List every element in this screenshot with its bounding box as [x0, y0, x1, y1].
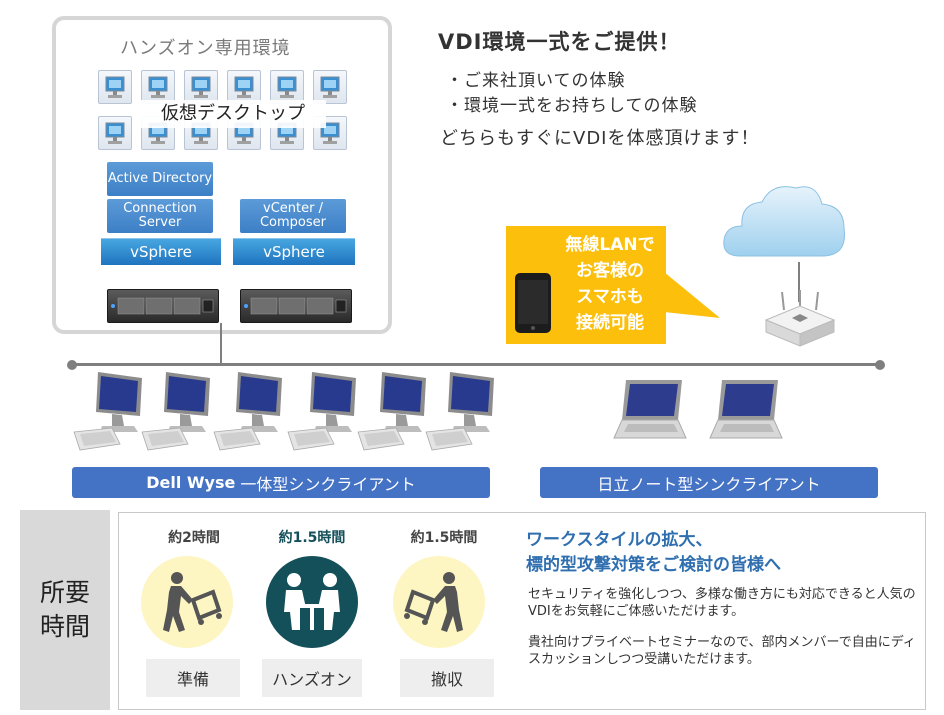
server-left-icon	[107, 289, 219, 323]
vsphere-right-box: vSphere	[233, 238, 355, 265]
wireless-lan-text: 無線LANで お客様の スマホも 接続可能	[560, 232, 660, 336]
dell-wyse-brand: Dell Wyse	[146, 473, 236, 492]
vsphere-left-box: vSphere	[101, 238, 221, 265]
dell-wyse-label: Dell Wyse 一体型シンクライアント	[72, 467, 490, 498]
lan-line-4: 接続可能	[576, 313, 644, 333]
lan-line-1: 無線LANで	[565, 235, 655, 255]
vcenter-composer-box: vCenter / Composer	[240, 199, 346, 233]
thin-client-desktop-icon	[425, 372, 494, 451]
active-directory-box: Active Directory	[107, 162, 213, 196]
smartphone-icon	[515, 273, 551, 333]
virtual-desktop-icon	[184, 70, 218, 104]
virtual-desktop-icon	[313, 70, 347, 104]
server-right-icon	[240, 289, 352, 323]
bullet-onsite: ・環境一式をお持ちしての体験	[446, 96, 698, 116]
headline: VDI環境一式をご提供！	[438, 30, 681, 54]
network-line	[72, 363, 882, 366]
thin-client-desktop-icon	[287, 372, 356, 451]
handson-environment-panel	[52, 16, 392, 334]
bullet-visit: ・ご来社頂いての体験	[446, 71, 626, 91]
phase-teardown-time: 約1.5時間	[410, 530, 478, 546]
laptop-icon	[709, 380, 783, 439]
phase-teardown-circle	[393, 556, 485, 648]
callout-pointer	[664, 272, 720, 318]
moving-cart-icon	[163, 572, 222, 632]
moving-cart-icon	[404, 572, 463, 632]
network-endpoint-right	[875, 360, 885, 370]
server-connector-line	[220, 323, 222, 365]
thin-client-desktop-icon	[73, 372, 142, 451]
virtual-desktop-icon	[141, 70, 175, 104]
schedule-panel	[118, 512, 926, 710]
required-time-line-2: 時間	[39, 612, 90, 641]
router-icon	[764, 290, 836, 347]
promo-title-line-1: ワークスタイルの拡大、	[526, 530, 713, 550]
virtual-desktop-icon	[270, 70, 304, 104]
phase-teardown-name: 撤収	[400, 659, 494, 697]
thin-client-desktop-icon	[141, 372, 210, 451]
router-connector-line	[798, 262, 800, 302]
lan-line-3: スマホも	[576, 287, 644, 307]
network-endpoint-left	[67, 360, 77, 370]
required-time-label: 所要 時間	[20, 510, 110, 710]
promo-paragraph-1: セキュリティを強化しつつ、多様な働き方にも対応できると人気のVDIをお気軽にご体…	[528, 587, 916, 619]
promo-title-line-2: 標的型攻撃対策をご検討の皆様へ	[526, 555, 781, 575]
thin-client-desktop-icon	[357, 372, 426, 451]
phase-handson-time: 約1.5時間	[278, 530, 346, 546]
phase-handson-name: ハンズオン	[262, 659, 362, 697]
meeting-icon	[284, 573, 340, 630]
thin-client-desktop-icon	[213, 372, 282, 451]
lan-line-2: お客様の	[576, 261, 644, 281]
phase-prep-circle	[141, 556, 233, 648]
connection-server-box: Connection Server	[107, 199, 213, 233]
tagline: どちらもすぐにVDIを体感頂けます！	[440, 128, 760, 149]
promo-paragraph-2: 貴社向けプライベートセミナーなので、部内メンバーで自由にディスカッションしつつ受…	[528, 635, 916, 667]
virtual-desktop-icon	[98, 116, 132, 150]
virtual-desktop-icon	[98, 70, 132, 104]
laptop-icon	[613, 380, 687, 439]
phase-prep-name: 準備	[146, 659, 240, 697]
required-time-line-1: 所要	[39, 578, 90, 607]
dell-wyse-type: 一体型シンクライアント	[235, 474, 416, 494]
phase-prep-time: 約2時間	[168, 530, 220, 546]
promo-title: ワークスタイルの拡大、 標的型攻撃対策をご検討の皆様へ	[526, 528, 781, 578]
virtual-desktop-label: 仮想デスクトップ	[140, 100, 326, 128]
cloud-icon	[723, 186, 846, 257]
phase-handson-circle	[266, 556, 358, 648]
virtual-desktop-icon	[227, 70, 261, 104]
hitachi-label: 日立ノート型シンクライアント	[540, 467, 878, 498]
handson-title: ハンズオン専用環境	[120, 38, 291, 59]
